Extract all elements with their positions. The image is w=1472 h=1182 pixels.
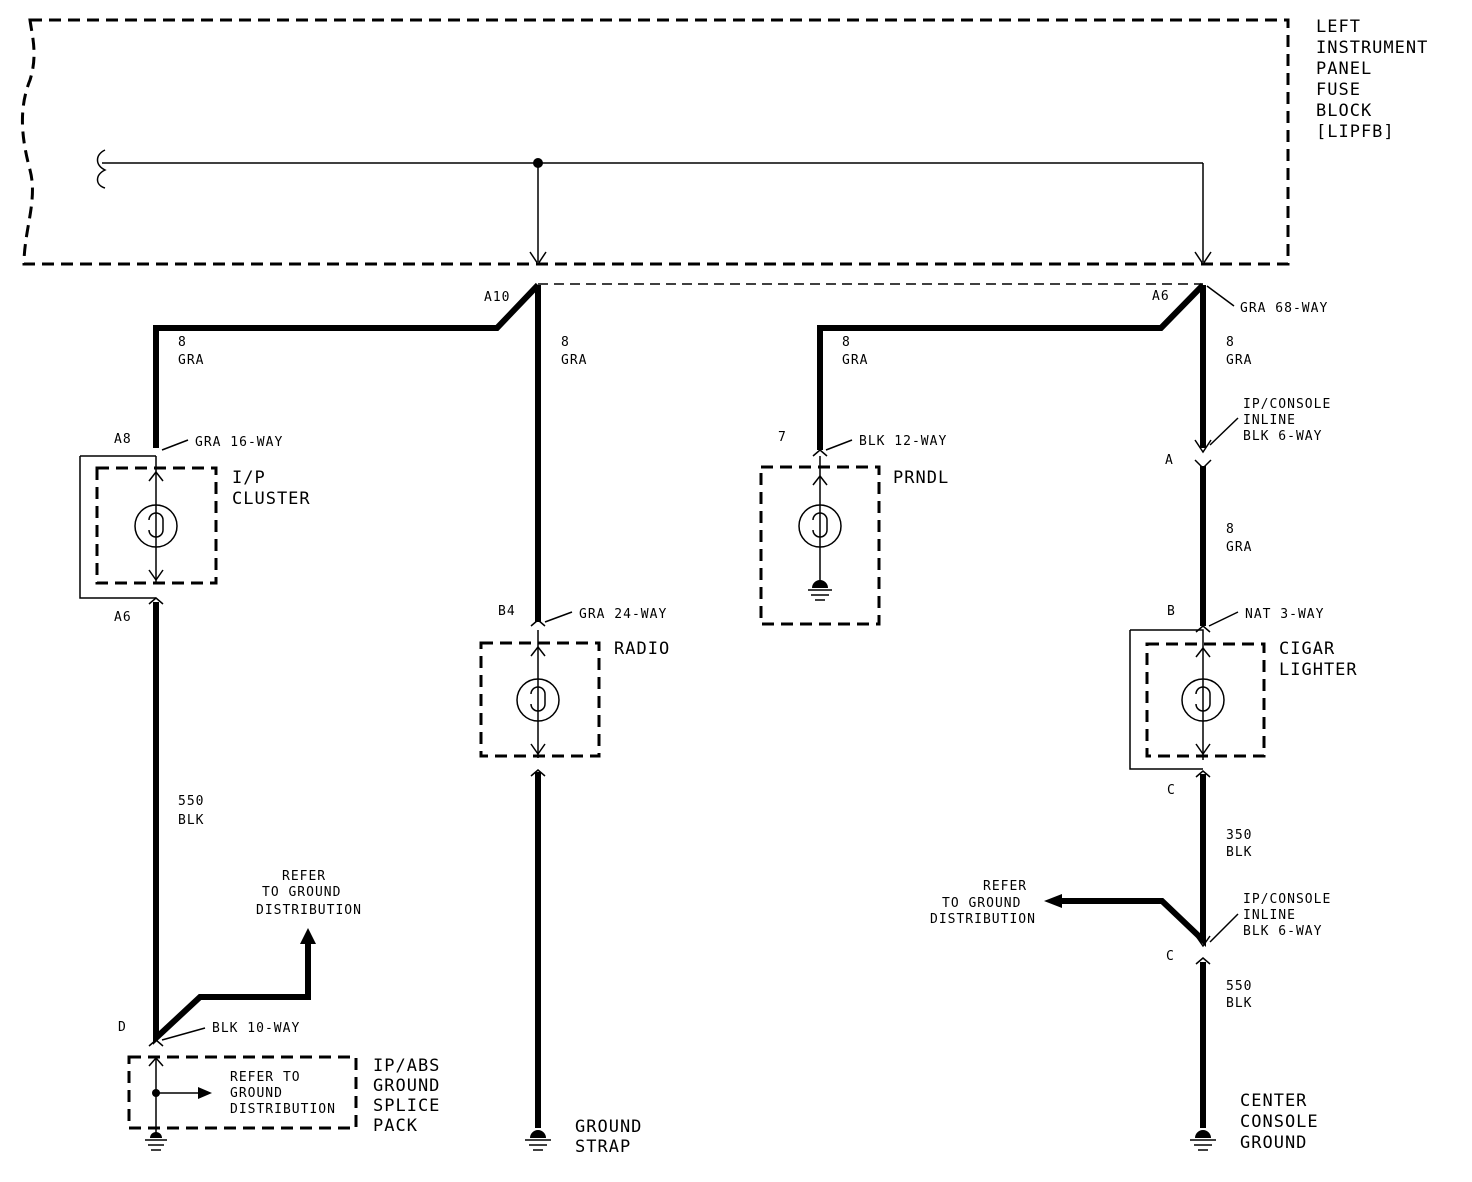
pin-b4: B4	[498, 604, 516, 619]
ip-cluster: A8 GRA 16-WAY I/P CLUSTER A6	[79, 432, 311, 625]
svg-text:350: 350	[1226, 828, 1252, 843]
wire-cluster-ground: 550 BLK REFER TO GROUND DISTRIBUTION	[153, 602, 362, 1045]
svg-text:GROUND: GROUND	[575, 1117, 642, 1137]
svg-text:LEFT: LEFT	[1316, 17, 1361, 37]
svg-text:GRA: GRA	[178, 353, 204, 368]
svg-text:DISTRIBUTION: DISTRIBUTION	[230, 1102, 336, 1117]
prndl-bulb	[798, 504, 842, 548]
svg-text:TO GROUND: TO GROUND	[262, 885, 341, 900]
svg-text:8: 8	[1226, 522, 1235, 537]
ground-symbol-icon	[808, 580, 832, 601]
fuse-block-title: LEFT INSTRUMENT PANEL FUSE BLOCK [LIPFB]	[1316, 17, 1428, 142]
wire-prndl-feed: 8 GRA	[817, 282, 1206, 450]
pin-7: 7	[778, 430, 787, 445]
pin-c-lighter: C	[1167, 783, 1176, 798]
svg-text:BLK: BLK	[1226, 845, 1252, 860]
svg-text:PACK: PACK	[373, 1116, 418, 1136]
svg-text:BLK 10-WAY: BLK 10-WAY	[212, 1021, 300, 1036]
svg-text:550: 550	[1226, 979, 1252, 994]
cigar-lighter: B NAT 3-WAY CIGAR LIGHTER C	[1129, 604, 1358, 798]
lighter-bulb	[1181, 678, 1225, 722]
right-arrow-icon	[198, 1087, 212, 1099]
svg-text:CONSOLE: CONSOLE	[1240, 1112, 1319, 1132]
splice-pack: D BLK 10-WAY REFER TO GROUND DISTRIBUTIO…	[118, 1020, 440, 1151]
connector-68way-label: GRA 68-WAY	[1240, 301, 1328, 316]
svg-text:TO GROUND: TO GROUND	[942, 896, 1021, 911]
svg-text:GRA 24-WAY: GRA 24-WAY	[579, 607, 667, 622]
svg-text:INLINE: INLINE	[1243, 908, 1296, 923]
svg-text:GRA: GRA	[561, 353, 587, 368]
svg-text:CIGAR: CIGAR	[1279, 639, 1335, 659]
svg-text:PANEL: PANEL	[1316, 59, 1372, 79]
pin-c-inline: C	[1166, 949, 1175, 964]
svg-text:BLK: BLK	[1226, 996, 1252, 1011]
svg-text:FUSE: FUSE	[1316, 80, 1361, 100]
svg-text:RADIO: RADIO	[614, 639, 670, 659]
svg-text:A: A	[1165, 453, 1174, 468]
svg-text:GRA: GRA	[1226, 540, 1252, 555]
svg-text:GROUND: GROUND	[373, 1076, 440, 1096]
fuse-block	[21, 18, 1290, 266]
svg-text:PRNDL: PRNDL	[893, 468, 949, 488]
svg-text:IP/ABS: IP/ABS	[373, 1056, 440, 1076]
svg-text:550: 550	[178, 794, 204, 809]
svg-text:IP/CONSOLE: IP/CONSOLE	[1243, 397, 1331, 412]
cluster-bulb	[134, 504, 178, 548]
svg-text:SPLICE: SPLICE	[373, 1096, 440, 1116]
svg-text:NAT 3-WAY: NAT 3-WAY	[1245, 607, 1324, 622]
pin-a8: A8	[114, 432, 132, 447]
svg-text:BLK 12-WAY: BLK 12-WAY	[859, 434, 947, 449]
ground-symbol-icon	[525, 1130, 551, 1151]
left-arrow-icon	[1044, 894, 1062, 908]
fuse-symbol	[96, 149, 107, 189]
svg-text:8: 8	[561, 335, 570, 350]
wire-lighter-feed: 8 GRA IP/CONSOLE INLINE BLK 6-WAY A 8 GR…	[1165, 285, 1331, 626]
svg-text:INSTRUMENT: INSTRUMENT	[1316, 38, 1428, 58]
radio-bulb	[516, 678, 560, 722]
svg-text:8: 8	[1226, 335, 1235, 350]
pin-d: D	[118, 1020, 127, 1035]
svg-text:BLK 6-WAY: BLK 6-WAY	[1243, 429, 1322, 444]
svg-text:REFER: REFER	[282, 869, 326, 884]
up-arrow-icon	[300, 928, 316, 944]
svg-text:STRAP: STRAP	[575, 1137, 631, 1157]
svg-text:INLINE: INLINE	[1243, 413, 1296, 428]
pin-a6-cluster: A6	[114, 610, 132, 625]
wire-lighter-ground: 350 BLK REFER TO GROUND DISTRIBUTION IP/…	[930, 774, 1331, 1153]
ground-symbol-icon	[145, 1132, 167, 1151]
wire-radio-ground: GROUND STRAP	[525, 772, 642, 1157]
pin-a6-fuse: A6	[1152, 289, 1170, 304]
svg-text:DISTRIBUTION: DISTRIBUTION	[930, 912, 1036, 927]
svg-text:BLOCK: BLOCK	[1316, 101, 1372, 121]
svg-text:8: 8	[842, 335, 851, 350]
svg-text:REFER TO: REFER TO	[230, 1070, 301, 1085]
svg-text:IP/CONSOLE: IP/CONSOLE	[1243, 892, 1331, 907]
ground-symbol-icon	[1190, 1130, 1216, 1151]
svg-text:GRA: GRA	[1226, 353, 1252, 368]
svg-text:GRA: GRA	[842, 353, 868, 368]
svg-text:DISTRIBUTION: DISTRIBUTION	[256, 903, 362, 918]
pin-b: B	[1167, 604, 1176, 619]
svg-text:LIGHTER: LIGHTER	[1279, 660, 1358, 680]
wire-radio-feed: 8 GRA	[535, 285, 587, 622]
wire-cluster-feed: 8 GRA	[153, 282, 541, 448]
pin-a10: A10	[484, 290, 510, 305]
radio: B4 GRA 24-WAY RADIO	[479, 604, 670, 777]
svg-text:GROUND: GROUND	[1240, 1133, 1307, 1153]
svg-text:8: 8	[178, 335, 187, 350]
svg-text:BLK: BLK	[178, 813, 204, 828]
svg-text:CLUSTER: CLUSTER	[232, 489, 311, 509]
svg-text:REFER: REFER	[983, 879, 1027, 894]
svg-text:CENTER: CENTER	[1240, 1091, 1307, 1111]
svg-text:BLK 6-WAY: BLK 6-WAY	[1243, 924, 1322, 939]
svg-text:GROUND: GROUND	[230, 1086, 283, 1101]
svg-text:I/P: I/P	[232, 468, 266, 488]
prndl: 7 BLK 12-WAY PRNDL	[759, 430, 949, 626]
connector-16way-label: GRA 16-WAY	[195, 435, 283, 450]
svg-text:[LIPFB]: [LIPFB]	[1316, 122, 1395, 142]
